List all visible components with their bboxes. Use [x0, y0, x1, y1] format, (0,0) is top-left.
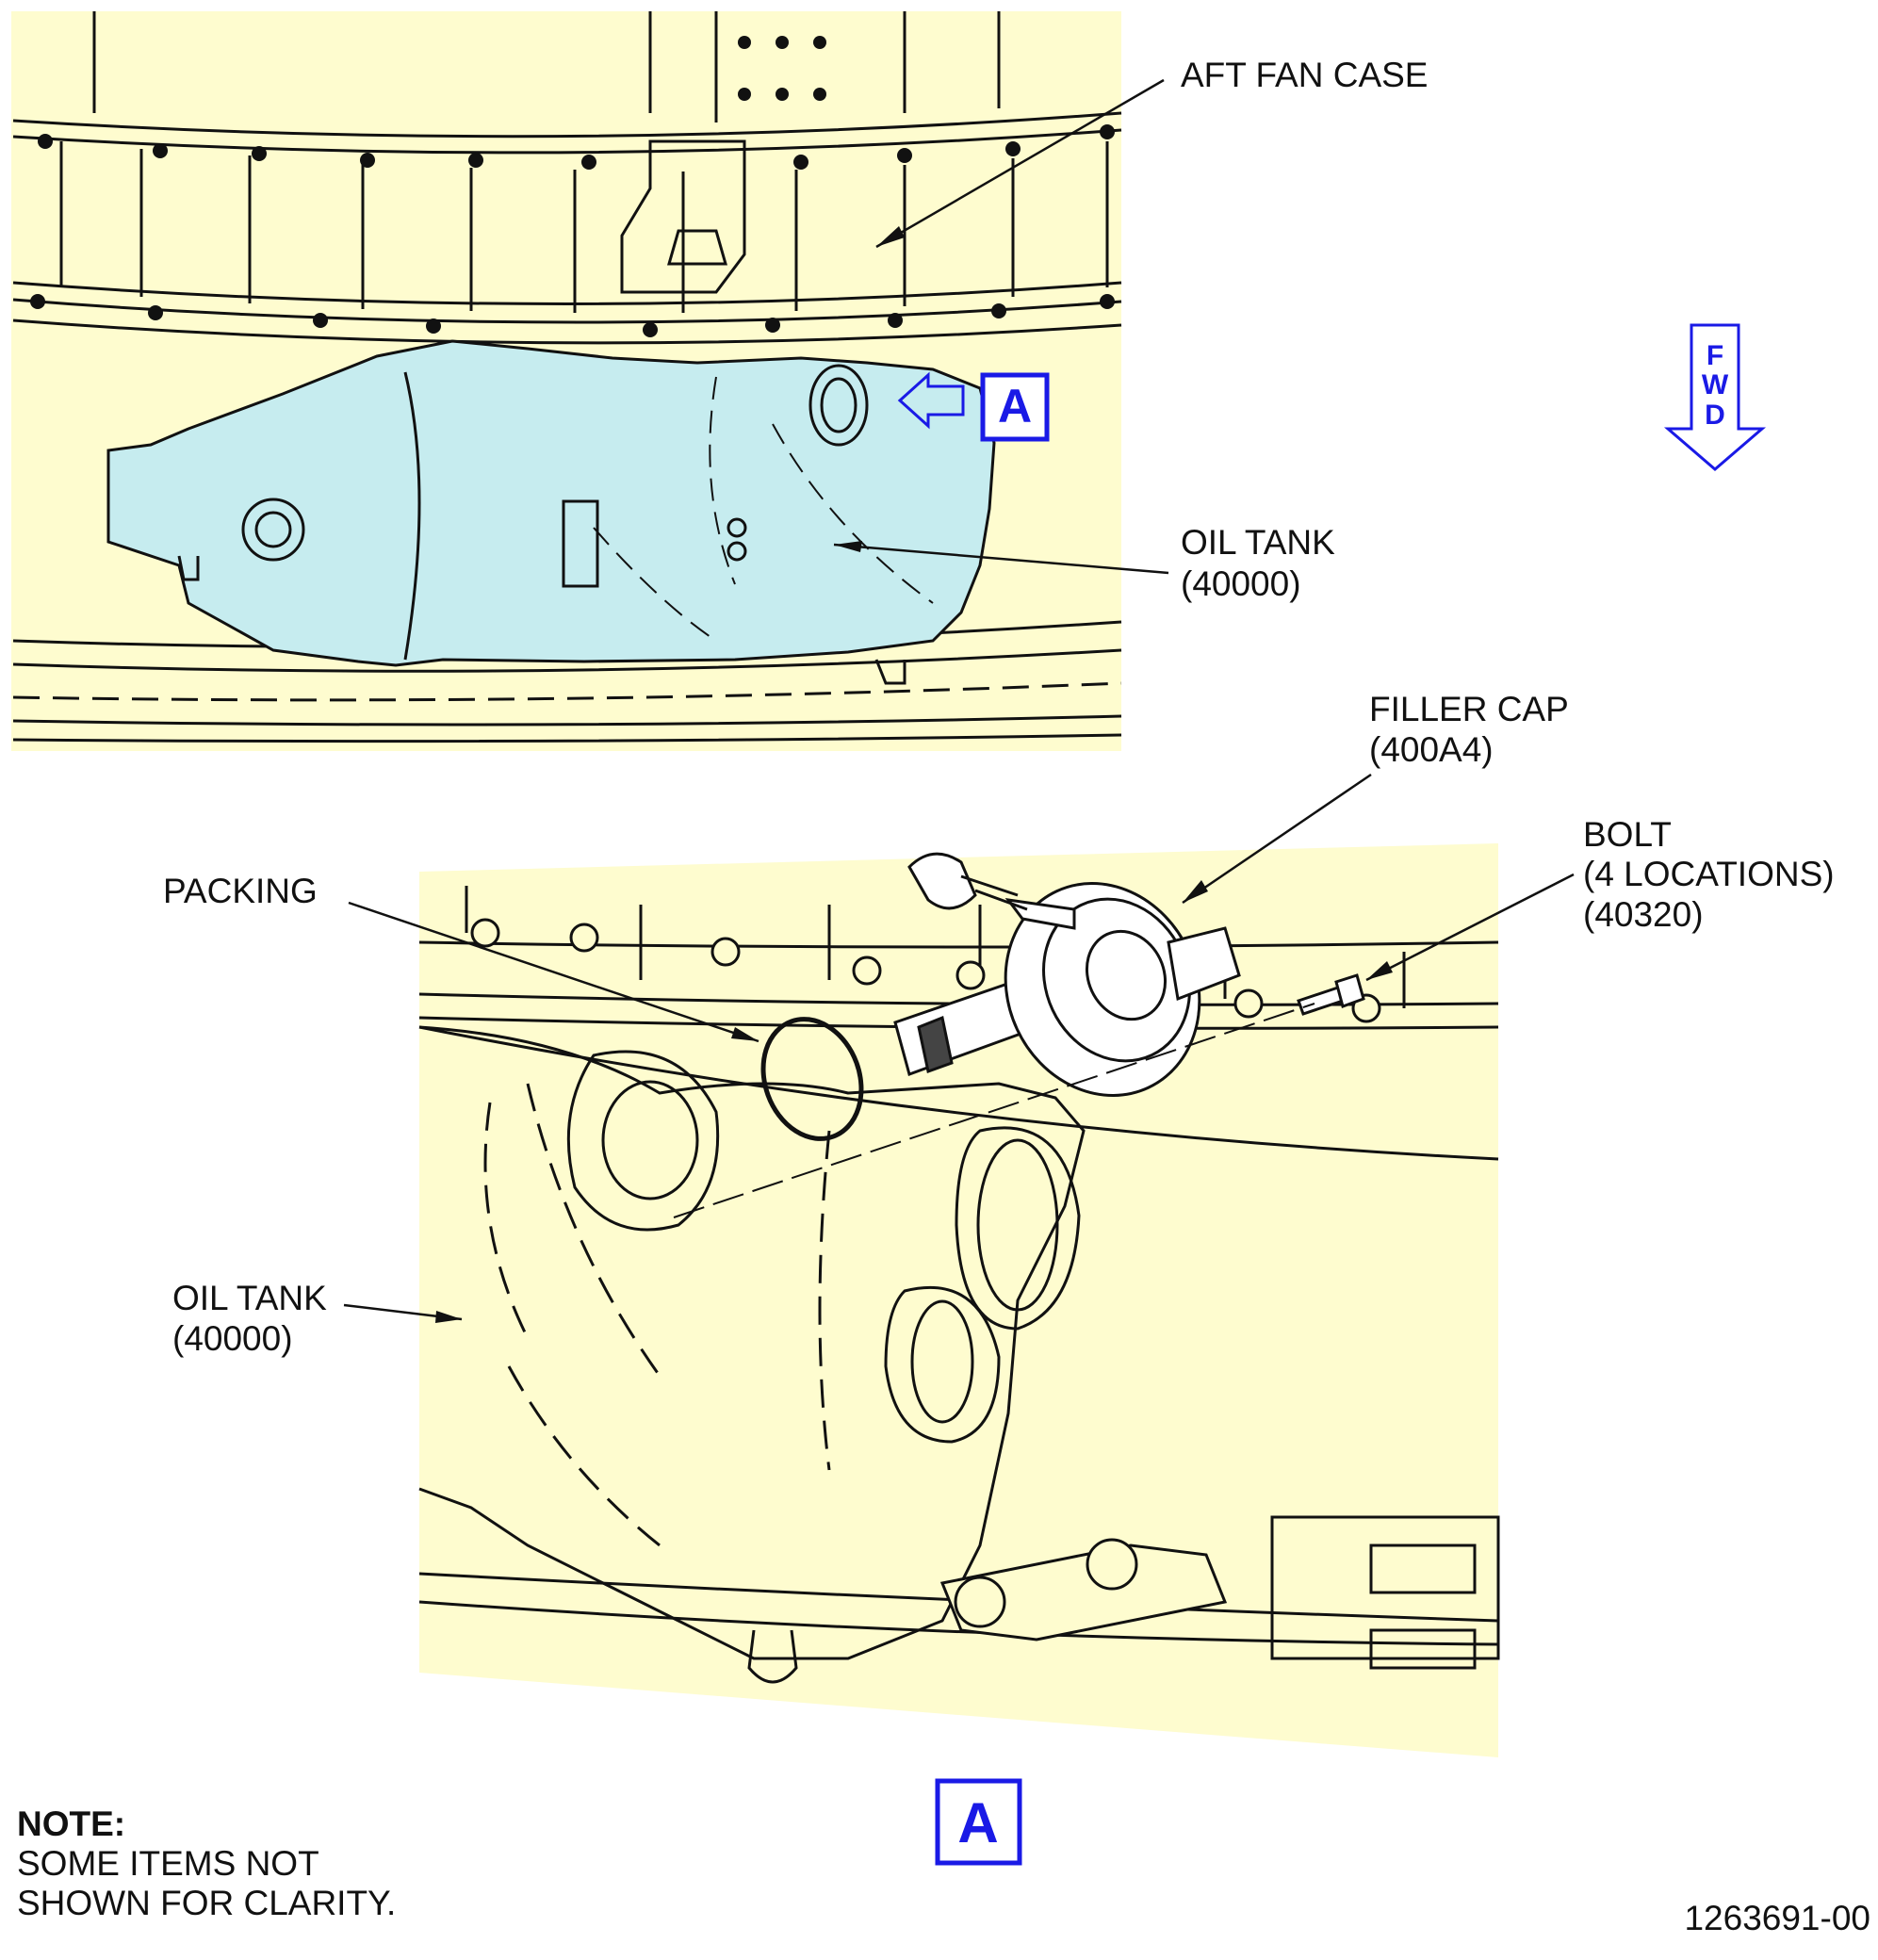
fwd-letter-w: W — [1702, 369, 1729, 400]
packing-ring — [760, 1017, 864, 1141]
view-a-arrow — [897, 371, 965, 430]
note-line-2: SHOWN FOR CLARITY. — [17, 1884, 396, 1922]
label-oil-tank-top-1: OIL TANK — [1181, 523, 1335, 562]
detail-a-background — [419, 843, 1498, 1757]
view-a-callout-bottom: A — [935, 1778, 1022, 1866]
oil-tank-top-drawing — [106, 339, 996, 685]
fwd-letter-f: F — [1707, 340, 1723, 371]
aft-fan-case-drawing — [12, 11, 1122, 743]
label-oil-tank-top-2: (40000) — [1181, 564, 1301, 603]
label-filler-cap-1: FILLER CAP — [1369, 690, 1569, 728]
view-a-letter-top: A — [998, 380, 1032, 433]
view-a-callout-top: A — [980, 372, 1050, 442]
filler-cap-drawing — [893, 852, 1241, 1097]
detail-a-view: A — [343, 773, 1575, 1866]
assembly-centerline — [673, 1003, 1315, 1218]
note-line-1: SOME ITEMS NOT — [17, 1844, 319, 1883]
label-oil-tank-bottom-1: OIL TANK — [172, 1279, 327, 1317]
note-block: NOTE: SOME ITEMS NOT SHOWN FOR CLARITY. — [17, 1805, 396, 1922]
fwd-arrow — [1663, 323, 1767, 471]
figure-number: 1263691-00 — [1684, 1899, 1870, 1937]
label-aft-fan-case: AFT FAN CASE — [1181, 56, 1429, 94]
oil-tank-detail-drawing — [418, 1025, 1086, 1684]
label-bolt-3: (40320) — [1583, 895, 1704, 934]
detail-leader-arrowheads — [435, 880, 1393, 1323]
fan-case-fasteners — [30, 36, 1115, 337]
label-packing: PACKING — [163, 872, 318, 910]
view-a-letter-bottom: A — [957, 1791, 998, 1854]
fwd-letter-d: D — [1705, 400, 1725, 431]
fwd-letters: F W D — [1702, 340, 1729, 431]
top-leader-arrowheads — [834, 226, 905, 552]
callout-labels: AFT FAN CASE OIL TANK (40000) FILLER CAP… — [163, 56, 1835, 1358]
bolt-drawing — [1297, 973, 1365, 1016]
label-oil-tank-bottom-2: (40000) — [172, 1319, 293, 1358]
label-filler-cap-2: (400A4) — [1369, 730, 1494, 769]
mount-link-drawing — [939, 1515, 1500, 1670]
label-bolt-2: (4 LOCATIONS) — [1583, 855, 1835, 893]
note-heading: NOTE: — [17, 1805, 125, 1843]
top-leaders — [833, 78, 1169, 575]
label-bolt-1: BOLT — [1583, 815, 1672, 854]
top-view: A — [11, 11, 1169, 751]
